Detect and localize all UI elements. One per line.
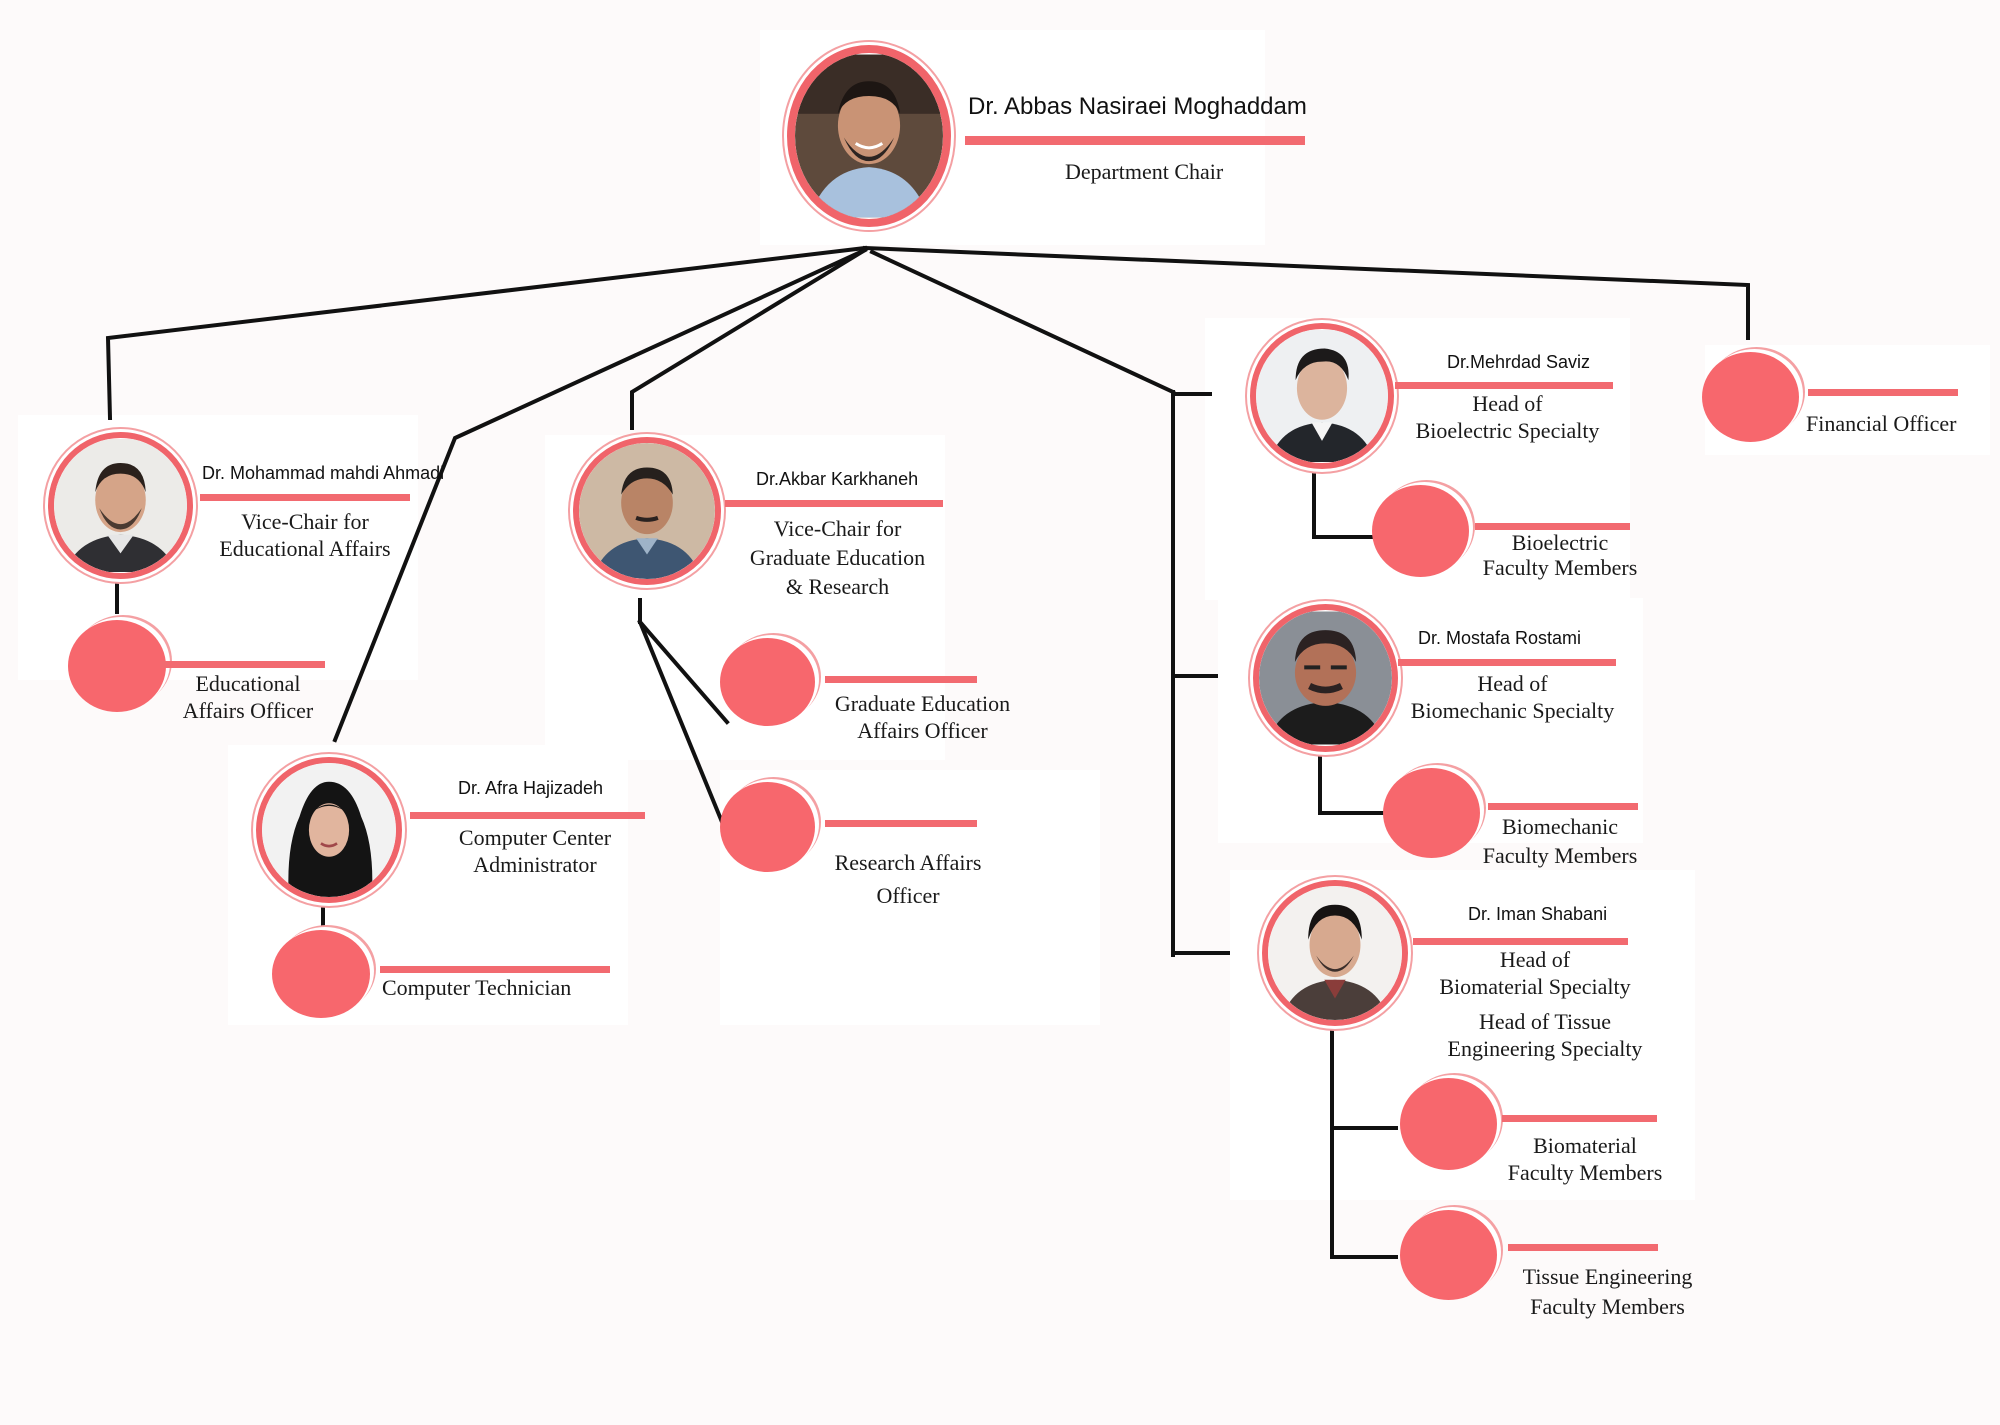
biomechanic-head-photo-ring <box>1253 604 1398 752</box>
line-to-specialties <box>869 249 1176 395</box>
bioelectric-faculty-accent-bar <box>1475 523 1630 530</box>
line-to-financial <box>862 245 1750 340</box>
computer-admin-photo <box>262 763 396 897</box>
biomechanic-faculty-role: Biomechanic Faculty Members <box>1482 814 1638 868</box>
chair-name: Dr. Abbas Nasiraei Moghaddam <box>968 93 1307 120</box>
research-officer-role: Research Affairs Officer <box>834 850 982 908</box>
biomaterial-head-role: Head of Biomaterial Specialty <box>1439 947 1631 999</box>
chair-accent-bar <box>965 136 1305 145</box>
computer-admin-photo-ring <box>256 757 402 903</box>
tissue-faculty-dot <box>1400 1210 1497 1300</box>
computer-technician-dot <box>272 930 370 1018</box>
biomaterial-faculty-accent-bar <box>1502 1115 1657 1122</box>
bioelectric-head-accent-bar <box>1395 382 1613 389</box>
bioelectric-faculty-dot <box>1372 485 1469 577</box>
educational-officer-role: Educational Affairs Officer <box>182 671 314 723</box>
line-to-vice-educational <box>105 245 868 421</box>
computer-admin-name: Dr. Afra Hajizadeh <box>458 778 604 798</box>
financial-officer-accent-bar <box>1808 389 1958 396</box>
line-bioelectric-faculty <box>1312 463 1374 539</box>
line-to-vice-graduate <box>630 247 868 430</box>
line-research-officer <box>637 619 725 825</box>
tissue-faculty-role: Tissue Engineering Faculty Members <box>1522 1264 1693 1319</box>
computer-admin-role: Computer Center Administrator <box>458 825 612 877</box>
tissue-faculty-accent-bar <box>1508 1244 1658 1251</box>
graduate-officer-dot <box>720 638 815 726</box>
bioelectric-head-role: Head of Bioelectric Specialty <box>1415 391 1600 443</box>
vice-educational-name: Dr. Mohammad mahdi Ahmadi <box>202 463 445 483</box>
research-officer-accent-bar <box>825 820 977 827</box>
financial-officer-dot <box>1702 352 1799 442</box>
chair-photo-ring <box>787 45 951 227</box>
educational-officer-accent-bar <box>160 661 325 668</box>
bioelectric-head-name: Dr.Mehrdad Saviz <box>1447 352 1591 372</box>
vice-educational-photo-ring <box>48 432 193 579</box>
vice-graduate-accent-bar <box>725 500 943 507</box>
vice-educational-accent-bar <box>200 494 410 501</box>
graduate-officer-accent-bar <box>825 676 977 683</box>
computer-admin-accent-bar <box>410 812 645 819</box>
biomechanic-head-photo <box>1259 611 1392 745</box>
computer-technician-role: Computer Technician <box>382 975 572 1000</box>
biomaterial-head-photo <box>1268 886 1402 1020</box>
line-to-computer-admin <box>332 247 868 743</box>
biomaterial-head-photo-ring <box>1262 880 1408 1026</box>
bioelectric-head-photo <box>1256 330 1388 462</box>
line-graduate-officer <box>637 619 730 725</box>
computer-technician-accent-bar <box>380 966 610 973</box>
chair-role: Department Chair <box>1065 159 1224 184</box>
biomechanic-faculty-dot <box>1383 768 1480 858</box>
line-biomechanic-faculty <box>1318 746 1384 815</box>
biomaterial-head-accent-bar <box>1413 938 1628 945</box>
biomechanic-head-accent-bar <box>1398 659 1616 666</box>
biomechanic-head-name: Dr. Mostafa Rostami <box>1418 628 1582 648</box>
graduate-officer-role: Graduate Education Affairs Officer <box>834 691 1011 743</box>
biomechanic-head-role: Head of Biomechanic Specialty <box>1410 671 1615 723</box>
chair-photo <box>795 54 943 218</box>
financial-officer-role: Financial Officer <box>1806 411 1957 436</box>
vice-educational-photo <box>54 439 187 572</box>
research-officer-dot <box>720 782 815 872</box>
vice-graduate-photo-ring <box>573 437 721 585</box>
bioelectric-faculty-role: Bioelectric Faculty Members <box>1482 530 1638 580</box>
vice-graduate-photo <box>579 443 715 579</box>
vice-educational-role: Vice-Chair for Educational Affairs <box>219 509 391 561</box>
biomaterial-faculty-dot <box>1400 1078 1497 1170</box>
bioelectric-head-photo-ring <box>1250 323 1394 469</box>
biomechanic-faculty-accent-bar <box>1488 803 1638 810</box>
vice-graduate-role: Vice-Chair for Graduate Education & Rese… <box>749 516 926 599</box>
biomaterial-faculty-role: Biomaterial Faculty Members <box>1507 1133 1663 1185</box>
vice-graduate-name: Dr.Akbar Karkhaneh <box>756 469 919 489</box>
educational-officer-dot <box>68 620 166 712</box>
biomaterial-head-role-secondary: Head of Tissue Engineering Specialty <box>1447 1009 1643 1061</box>
biomaterial-head-name: Dr. Iman Shabani <box>1468 904 1608 924</box>
